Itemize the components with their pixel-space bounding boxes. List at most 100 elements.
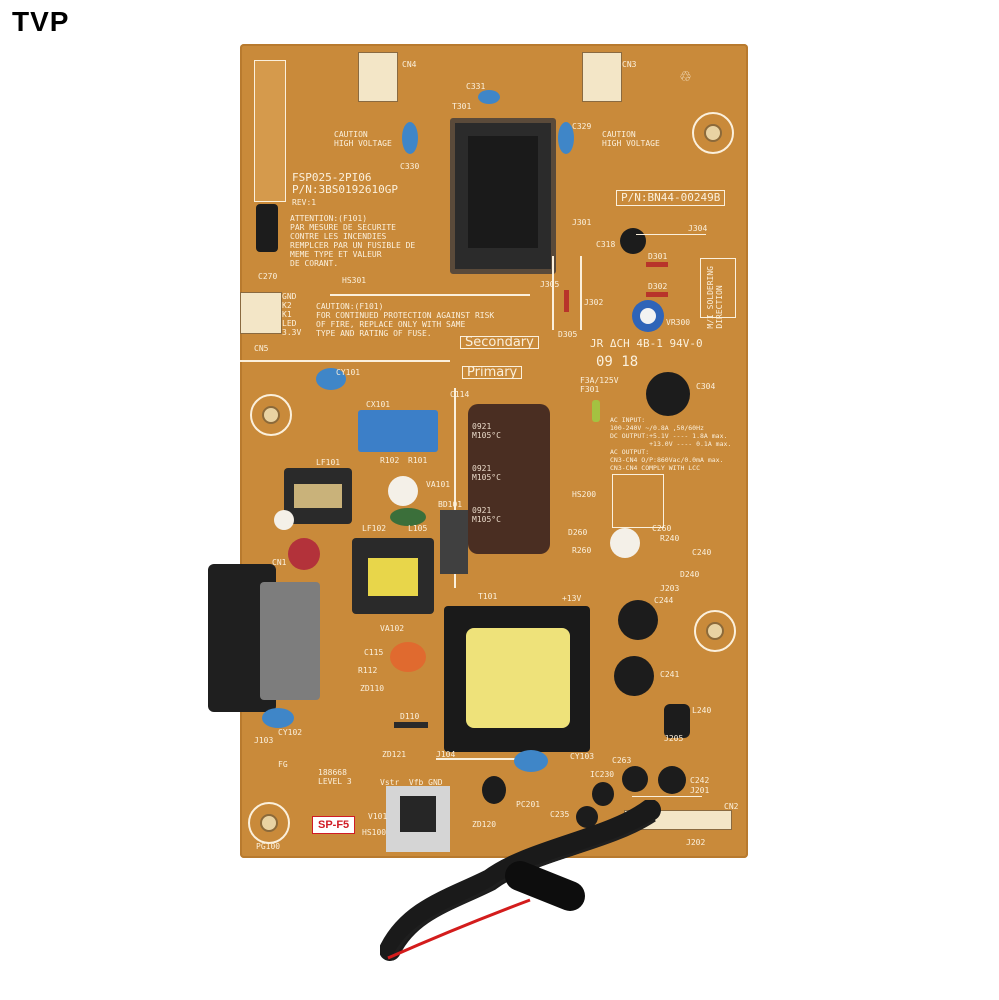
plus13v-ref: +13V — [562, 594, 582, 603]
board-pn-line: P/N:3BS0192610GP — [292, 183, 398, 196]
c114-ref: C114 — [450, 390, 470, 399]
c304-ref: C304 — [696, 382, 716, 391]
d302-diode — [646, 292, 668, 297]
l105-ref: L105 — [408, 524, 428, 533]
mounting-hole-bottom-left — [248, 802, 290, 844]
f301-fuse — [592, 400, 600, 422]
c114-bulk-capacitor — [468, 404, 550, 554]
secondary-label: Secondary — [460, 336, 539, 349]
c115-capacitor — [390, 642, 426, 672]
d240-ref: D240 — [680, 570, 700, 579]
cn4-connector — [358, 52, 398, 102]
c304-capacitor — [646, 372, 690, 416]
fuse-thermistor — [288, 538, 320, 570]
lf101-ref: LF101 — [316, 458, 341, 467]
lf102-core — [368, 558, 418, 596]
c318-ref: C318 — [596, 240, 616, 249]
heatsink-primary — [440, 510, 468, 574]
fuse-label: F3A/125V F301 — [580, 376, 619, 394]
r101-ref: R101 — [408, 456, 428, 465]
attention-text: ATTENTION:(F101) PAR MESURE DE SECURITE … — [290, 214, 416, 268]
ic230-chip — [592, 782, 614, 806]
j201-ref: J201 — [690, 786, 710, 795]
cn5-pins: GND K2 K1 LED 3.3V — [282, 292, 302, 337]
lf102-ref: LF102 — [362, 524, 387, 533]
isolation-divider — [240, 360, 450, 362]
board-rating: JR ΔCH 4B-1 94V-0 — [590, 337, 703, 350]
j203-ref: J203 — [660, 584, 680, 593]
d302-ref: D302 — [648, 282, 668, 291]
ul-text: 188668 LEVEL 3 — [318, 768, 352, 786]
c329-capacitor — [558, 122, 574, 154]
j104-ref: J104 — [436, 750, 456, 759]
c330-ref: C330 — [400, 162, 420, 171]
c242-ref: C242 — [690, 776, 710, 785]
j301-ref: J301 — [572, 218, 592, 227]
c331-ref: C331 — [466, 82, 486, 91]
lf101-core — [294, 484, 342, 508]
d305-ref: D305 — [558, 330, 578, 339]
c270-capacitor — [256, 204, 278, 252]
v101-regulator — [400, 796, 436, 832]
top-left-header — [254, 60, 286, 202]
c260-ref: C260 — [652, 524, 672, 533]
sp-tag: SP-F5 — [312, 816, 356, 834]
pg100-ref: PG100 — [256, 842, 281, 851]
zd120-ref: ZD120 — [472, 820, 497, 829]
va101-ref: VA101 — [426, 480, 451, 489]
cx101-capacitor — [358, 410, 438, 452]
mounting-hole-top-right — [692, 112, 734, 154]
r102-ref: R102 — [380, 456, 400, 465]
wire-harness — [380, 800, 661, 961]
c329-ref: C329 — [572, 122, 592, 131]
board-rev: REV:1 — [292, 198, 317, 207]
cy102-capacitor — [262, 708, 294, 728]
vr300-knob — [640, 308, 656, 324]
d305-diode — [564, 290, 569, 312]
primary-label: Primary — [462, 366, 523, 379]
cy102-ref: CY102 — [278, 728, 303, 737]
c242-capacitor — [658, 766, 686, 794]
r240-ref: R240 — [660, 534, 680, 543]
caution-hv-left: CAUTION HIGH VOLTAGE — [334, 130, 392, 148]
cn4-ref: CN4 — [402, 60, 417, 69]
j304-ref: J304 — [688, 224, 708, 233]
va102-ref: VA102 — [380, 624, 405, 633]
c114-cap-print-2: 0921 M105°C — [472, 464, 501, 482]
r260-ref: R260 — [572, 546, 592, 555]
t301-ref: T301 — [452, 102, 472, 111]
c331-capacitor — [478, 90, 500, 104]
j201-jumper — [632, 796, 702, 797]
cy103-capacitor — [514, 750, 548, 772]
j205-ref: J205 — [664, 734, 684, 743]
c240-ref: C240 — [692, 548, 712, 557]
r112-ref: R112 — [358, 666, 378, 675]
l240-inductor — [664, 704, 690, 738]
j304-line — [636, 234, 706, 235]
c263-ref: C263 — [612, 756, 632, 765]
mounting-hole-right — [694, 610, 736, 652]
small-white-cap — [274, 510, 294, 530]
j305-jumper — [552, 256, 554, 330]
cn5-ref: CN5 — [254, 344, 269, 353]
c114-cap-print-3: 0921 M105°C — [472, 506, 501, 524]
cy101-ref: CY101 — [336, 368, 361, 377]
l240-ref: L240 — [692, 706, 712, 715]
c263-capacitor — [622, 766, 648, 792]
hs200-outline — [612, 474, 664, 528]
cn5-connector — [240, 292, 282, 334]
date-code: 09 18 — [596, 354, 639, 370]
board-part-number: P/N:BN44-00249B — [616, 190, 726, 206]
c235-ref: C235 — [550, 810, 570, 819]
brand-logo: TVP — [12, 6, 70, 37]
d260-ref: D260 — [568, 528, 588, 537]
hs200-ref: HS200 — [572, 490, 597, 499]
cn1-ref: CN1 — [272, 558, 287, 567]
vstr-label: Vstr Vfb GND — [380, 778, 443, 787]
v101-ref: V101 — [368, 812, 388, 821]
fg-ref: FG — [278, 760, 288, 769]
c241-capacitor — [614, 656, 654, 696]
hs301-bar — [330, 294, 530, 296]
specs-text: AC INPUT: 100-240V ~/0.8A ,50/60Hz DC OU… — [610, 416, 732, 472]
c260-capacitor — [610, 528, 640, 558]
